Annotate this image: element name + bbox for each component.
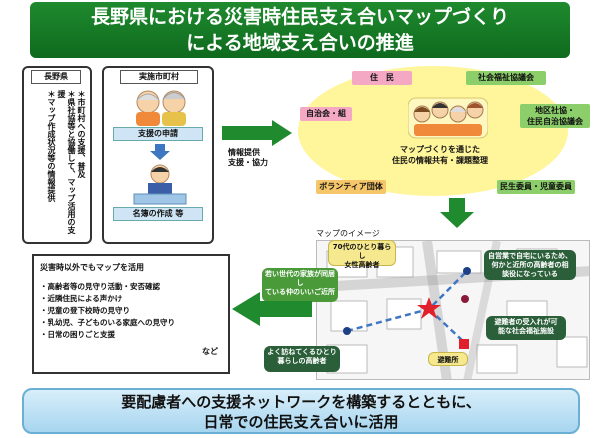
bubble-self-employed: 自営業で自宅にいるため、 何かと近所の高齢者の相 談役になっている: [484, 250, 576, 280]
down-arrow-icon: [150, 144, 170, 160]
bubble-welfare-facility: 避難者の受入れが可 能な社会福祉施設: [486, 316, 566, 340]
oval-caption: マップづくりを通じた 住民の情報共有・課題整理: [392, 145, 488, 165]
bubble-young-family: 若い世代の家族が同居し ている仲のいいご近所: [262, 268, 338, 302]
usage-list: 高齢者等の見守り活動・安否確認 近隣住民による声かけ 児童の登下校時の見守り 乳…: [40, 281, 224, 341]
usage-item: 日常の困りごと支援: [40, 329, 224, 341]
prefecture-header: 長野県: [31, 70, 81, 84]
step-list-label: 名簿の作成 等: [113, 207, 203, 221]
title-line-1: 長野県における災害時住民支え合いマップづくり: [90, 6, 509, 28]
tag-jichikai: 自治会・組: [300, 107, 352, 121]
prefecture-box: [22, 66, 92, 244]
bubble-elderly-alone: 70代のひとり暮らし 女性高齢者: [328, 240, 396, 269]
bottom-banner: 要配慮者への支援ネットワークを構築するとともに、 日常での住民支え合いに活用: [22, 388, 580, 434]
prefecture-text: ＊市町村への支援、普及 ＊県社協等と協働して、マップ活用の支援 ＊マップ作成状況…: [47, 90, 86, 234]
usage-etc: など: [202, 347, 218, 356]
usage-title: 災害時以外でもマップを活用: [40, 263, 144, 272]
left-arrow-icon: [232, 292, 312, 326]
elderly-couple-illustration: [136, 90, 186, 126]
title-line-2: による地域支え合いの推進: [186, 32, 414, 54]
title-banner: 長野県における災害時住民支え合いマップづくり による地域支え合いの推進: [30, 2, 570, 58]
usage-item: 近隣住民による声かけ: [40, 293, 224, 305]
usage-item: 高齢者等の見守り活動・安否確認: [40, 281, 224, 293]
tag-district-council: 地区社協・ 住民自治協議会: [520, 104, 590, 128]
usage-item: 乳幼児、子どものいる家庭への見守り: [40, 317, 224, 329]
usage-item: 児童の登下校時の見守り: [40, 305, 224, 317]
tag-social-welfare-council: 社会福祉協議会: [466, 71, 546, 85]
info-arrow-icon: [222, 120, 292, 146]
tag-volunteer: ボランティア団体: [316, 180, 386, 194]
bottom-line-1: 要配慮者への支援ネットワークを構築するとともに、: [121, 393, 481, 411]
info-support-text: 情報提供 支援・協力: [228, 148, 268, 167]
municipality-header: 実施市町村: [120, 70, 198, 84]
map-label: マップのイメージ: [316, 229, 380, 238]
bubble-shelter: 避難所: [428, 352, 468, 366]
tag-resident: 住 民: [352, 71, 412, 85]
map-down-arrow-icon: [440, 198, 474, 228]
bottom-line-2: 日常での住民支え合いに活用: [203, 413, 399, 431]
clerk-illustration: [133, 164, 187, 205]
people-group-illustration: [408, 97, 488, 139]
tag-welfare-commissioners: 民生委員・児童委員: [497, 180, 575, 194]
bubble-often-visit: よく訪ねてくるひとり 暮らしの高齢者: [264, 346, 340, 372]
step-apply-label: 支援の申請: [113, 127, 203, 141]
